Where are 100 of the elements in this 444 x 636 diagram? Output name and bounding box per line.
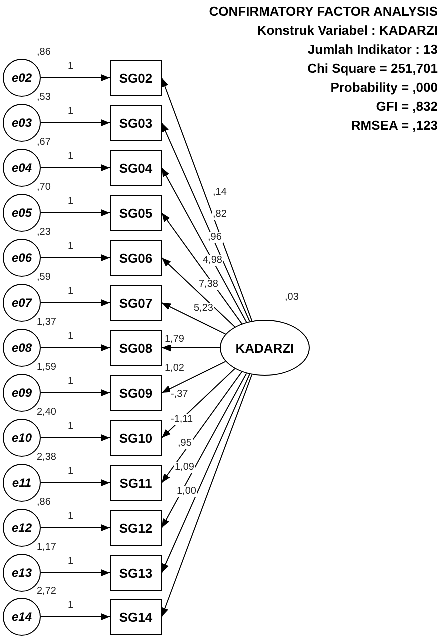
indicator-box [110,150,162,186]
arrow [162,344,220,352]
arrow [162,258,236,328]
edge-label: 1 [67,421,75,432]
variance-value: ,86 [37,47,51,58]
edge-label: 1 [67,196,75,207]
variance-value: 1,17 [37,542,56,553]
edge-label: ,95 [177,438,193,449]
indicator-box [110,599,162,635]
arrow [40,164,110,172]
node-label: SG03 [119,116,153,130]
edge-label: 1 [67,241,75,252]
edge-label: 1,00 [176,486,198,497]
edge-label: 4,98 [202,255,224,266]
edge-label: 1 [67,466,75,477]
arrow [162,168,248,323]
arrow [162,374,250,574]
indicator-box [110,60,162,96]
arrow [40,344,110,352]
arrow [162,122,250,322]
indicator-box [110,465,162,501]
indicator-box [110,420,162,456]
node-label: SG04 [119,160,153,176]
indicator-box [110,195,162,231]
node-label: e09 [12,386,32,400]
node-label: SG14 [119,610,153,624]
node-label: SG06 [119,250,153,266]
fit-statistic: GFI = ,832 [376,99,438,114]
variance-value: 2,38 [37,452,56,463]
node-label: e14 [12,610,32,624]
edge-label: 1,02 [164,363,186,374]
variance-value: ,23 [37,227,51,238]
node-label: e02 [12,71,32,85]
arrow [162,78,253,322]
arrow [162,212,242,324]
arrow [162,361,226,394]
variance-value: ,59 [37,272,51,283]
edge-label: 1,79 [164,334,186,345]
edge-label: ,96 [207,232,223,243]
variance-value: 2,72 [37,586,56,597]
node-label: KADARZI [236,340,294,356]
node-label: e05 [12,206,32,220]
edge-label: 1 [67,106,75,117]
edge-label: 7,38 [198,279,220,290]
arrow [40,119,110,127]
node-label: e13 [12,566,32,580]
edge-label: -,37 [170,389,190,400]
arrow [40,74,110,82]
latent-ellipse [220,320,310,376]
edge-label: 1 [67,511,75,522]
variance-value: ,86 [37,497,51,508]
node-label: e12 [12,521,32,535]
indicator-box [110,285,162,321]
variance-value: ,03 [285,292,299,303]
edge-label: 1 [67,61,75,72]
arrow [40,209,110,217]
node-label: SG08 [119,340,153,356]
edge-label: -1,11 [170,414,194,425]
edge-label: 1 [67,600,75,611]
edge-label: ,82 [212,209,228,220]
node-label: SG13 [119,566,153,580]
fit-statistic: Konstruk Variabel : KADARZI [257,23,438,38]
edge-label: 1 [67,151,75,162]
edge-label: 5,23 [193,303,214,314]
node-label: e04 [12,161,32,175]
fit-statistic: Probability = ,000 [330,80,438,95]
edge-label: 1 [67,376,75,387]
arrow [40,299,110,307]
indicator-box [110,375,162,411]
node-label: e11 [12,476,32,490]
variance-value: ,70 [37,182,51,193]
fit-statistic: RMSEA = ,123 [351,118,438,133]
diagram-title: CONFIRMATORY FACTOR ANALYSIS [209,4,438,19]
node-label: e10 [12,431,32,445]
node-label: SG09 [119,386,153,400]
arrow [162,372,242,484]
variance-value: 1,37 [37,317,56,328]
indicator-box [110,105,162,141]
node-label: SG12 [119,520,153,536]
indicator-box [110,510,162,546]
error-circle [3,598,41,636]
variance-value: 2,40 [37,407,56,418]
edge-label: 1 [67,331,75,342]
node-label: SG10 [119,430,153,446]
arrow [162,374,253,618]
node-label: e08 [12,341,32,355]
fit-statistic: Jumlah Indikator : 13 [308,42,438,57]
edge-label: ,14 [212,187,228,198]
node-label: SG05 [119,206,153,220]
arrow [40,524,110,532]
arrow [40,254,110,262]
indicator-box [110,240,162,276]
variance-value: 1,59 [37,362,56,373]
node-label: e06 [12,251,32,265]
edge-label: 1 [67,286,75,297]
indicator-box [110,330,162,366]
arrow [162,373,248,528]
variance-value: ,53 [37,92,51,103]
variance-value: ,67 [37,137,51,148]
arrow [40,569,110,577]
